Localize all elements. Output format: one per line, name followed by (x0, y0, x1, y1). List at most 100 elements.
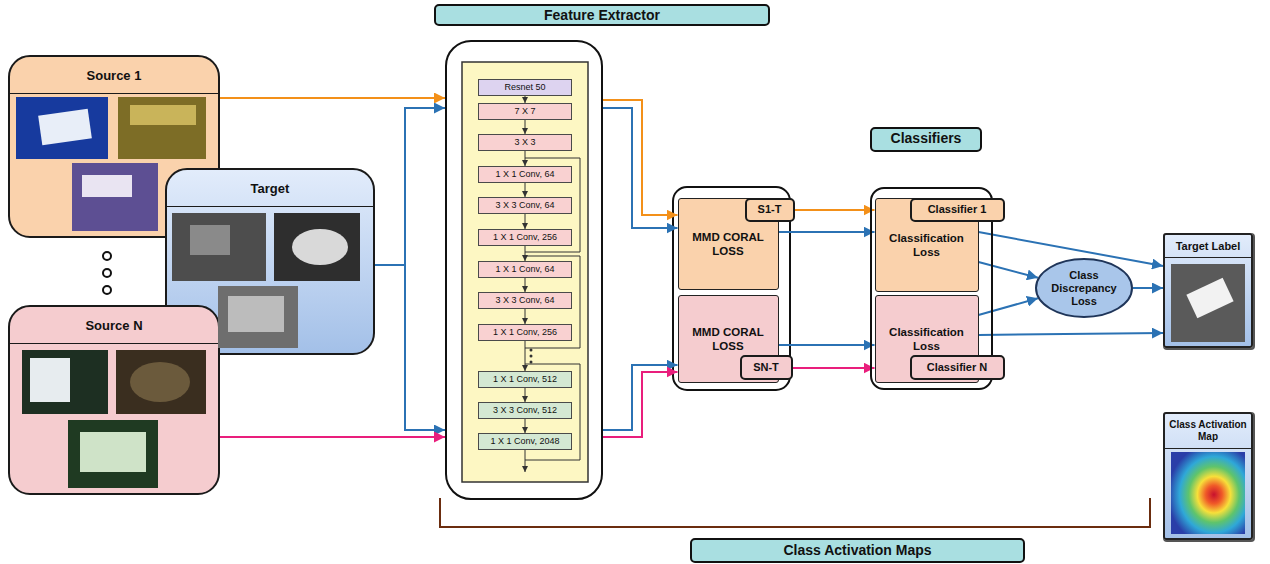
connector-arrow (779, 344, 875, 346)
layer-label: 3 X 3 Conv, 512 (493, 405, 557, 416)
pair-tab: SN-T (740, 355, 793, 380)
discrepancy-ellipse-shape (1036, 259, 1132, 317)
ellipsis-dot (530, 361, 533, 364)
photo-detail (38, 109, 92, 146)
layer-label: Resnet 50 (504, 82, 545, 93)
output-label: Target Label (1165, 235, 1251, 258)
layer-box: 1 X 1 Conv, 256 (478, 324, 572, 341)
connector-arrow (525, 341, 526, 371)
ellipsis-dot (530, 349, 533, 352)
sample-photo (72, 163, 158, 231)
layer-box: 1 X 1 Conv, 2048 (478, 433, 572, 450)
connector-arrow (779, 231, 875, 233)
tab-label: SN-T (753, 361, 779, 374)
sample-photo (218, 286, 298, 348)
layer-box: 1 X 1 Conv, 512 (478, 371, 572, 388)
layer-box: Resnet 50 (478, 79, 572, 96)
classifier-box: Classification LossClassifier N (875, 295, 979, 383)
connector-arrow (979, 298, 1038, 315)
photo-detail (80, 432, 146, 472)
tab-label: Classifier 1 (928, 203, 987, 216)
layer-box: 3 X 3 Conv, 64 (478, 292, 572, 309)
layer-label: 7 X 7 (514, 106, 535, 117)
connector-arrow (525, 214, 526, 229)
photo-detail (82, 175, 132, 197)
connector-arrow (525, 278, 526, 292)
loss-label: Classification Loss (876, 325, 978, 353)
sample-photo (274, 213, 360, 281)
heatmap-image (1171, 452, 1245, 534)
tab-label: S1-T (758, 203, 782, 216)
sample-photo (116, 350, 206, 414)
loss-label: Class Discrepancy Loss (1045, 269, 1123, 308)
loss-label: Classification Loss (876, 231, 978, 259)
connector-arrow (220, 436, 445, 438)
photo-detail (130, 362, 190, 402)
sample-photo (16, 97, 108, 159)
layer-label: 1 X 1 Conv, 2048 (491, 436, 560, 447)
layer-box: 1 X 1 Conv, 256 (478, 229, 572, 246)
discrepancy-ellipse: Class Discrepancy Loss (1035, 258, 1133, 318)
domain-label: Source N (10, 307, 218, 344)
connector-arrow (603, 100, 678, 215)
domain-label: Target (167, 170, 373, 207)
photo-detail (228, 296, 284, 332)
classifier-box: Classification LossClassifier 1 (875, 198, 979, 292)
classifiers-frame: ClassifiersClassification LossClassifier… (870, 187, 993, 390)
loss-box: MMD CORAL LOSS S1-T (678, 198, 779, 290)
layer-box: 3 X 3 Conv, 512 (478, 402, 572, 419)
photo-detail (30, 358, 70, 402)
connector-arrow (220, 97, 445, 99)
connector-arrow (375, 265, 445, 430)
layer-box: 1 X 1 Conv, 64 (478, 166, 572, 183)
sample-photo (172, 213, 266, 281)
connector-arrow (375, 108, 445, 265)
loss-label: MMD CORAL LOSS (679, 230, 778, 258)
connector-arrow (979, 262, 1038, 278)
connector-arrow (603, 108, 678, 228)
sample-photo (68, 420, 158, 488)
layer-box: 3 X 3 (478, 134, 572, 151)
more-sources-dot (103, 269, 111, 277)
section-banner: Class Activation Maps (690, 538, 1025, 563)
output-arrow (525, 450, 526, 472)
tab-label: Classifier N (927, 361, 988, 374)
layer-box: 7 X 7 (478, 103, 572, 120)
layer-label: 1 X 1 Conv, 64 (496, 264, 555, 275)
connector-arrow (525, 183, 526, 197)
layer-label: 3 X 3 Conv, 64 (496, 200, 555, 211)
layer-label: 3 X 3 (514, 137, 535, 148)
layer-box: 1 X 1 Conv, 64 (478, 261, 572, 278)
connector-arrow (525, 246, 526, 261)
photo-detail (1186, 278, 1233, 318)
connector-arrow (1133, 287, 1163, 289)
ellipsis-dot (530, 355, 533, 358)
connector-arrow (795, 209, 875, 211)
backbone-panel (462, 62, 588, 482)
connector-arrow (603, 372, 678, 437)
more-sources-dot (103, 286, 111, 294)
bracket (440, 498, 1150, 527)
loss-box: MMD CORAL LOSS SN-T (678, 295, 779, 383)
section-banner: Feature Extractor (434, 4, 770, 26)
section-banner: Classifiers (870, 127, 982, 152)
sample-photo (118, 97, 206, 159)
classifier-tab: Classifier N (910, 355, 1005, 380)
connector-arrow (603, 365, 678, 430)
sample-photo (22, 350, 108, 414)
layer-label: 3 X 3 Conv, 64 (496, 295, 555, 306)
connector-arrow (525, 120, 526, 134)
layer-label: 1 X 1 Conv, 256 (493, 232, 557, 243)
loss-label: MMD CORAL LOSS (679, 325, 778, 353)
connector-arrow (525, 96, 526, 103)
feature-extractor-frame: Feature ExtractorResnet 507 X 73 X 31 X … (445, 40, 603, 500)
more-sources-dot (103, 252, 111, 260)
sample-photo (1171, 264, 1245, 342)
connector-arrow (525, 388, 526, 402)
connector-arrow (525, 151, 526, 166)
connector-arrow (979, 333, 1164, 335)
layer-box: 3 X 3 Conv, 64 (478, 197, 572, 214)
pair-tab: S1-T (745, 198, 795, 222)
classifier-tab: Classifier 1 (910, 198, 1005, 222)
connector-arrow (793, 367, 875, 369)
